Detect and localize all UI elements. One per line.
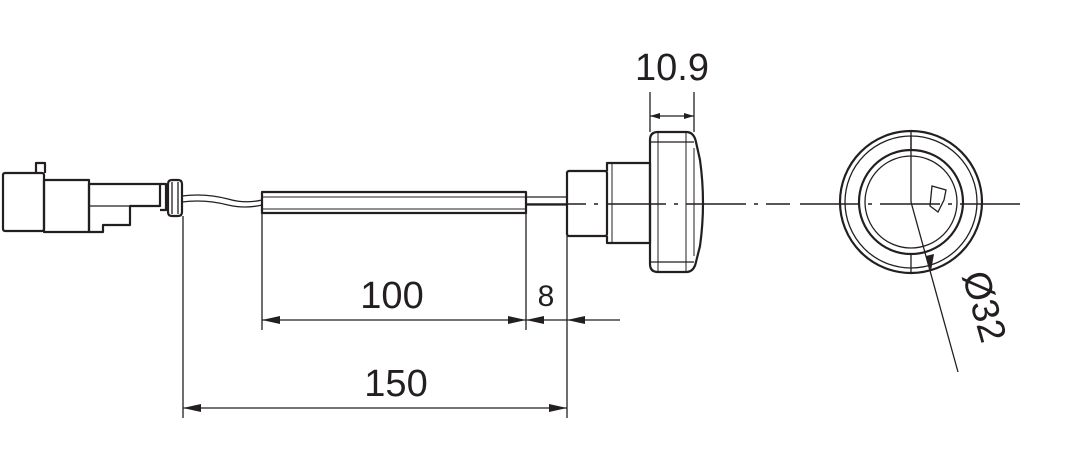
lamp-side-view bbox=[565, 130, 705, 274]
dimension-sheath-length: 100 bbox=[261, 213, 527, 330]
lamp-front-view bbox=[838, 129, 984, 275]
connector-plug bbox=[1, 161, 184, 234]
dimension-label-gap-length: 8 bbox=[538, 280, 555, 313]
dimension-total-length: 150 bbox=[182, 216, 567, 418]
dimension-label-diameter: Ø32 bbox=[953, 266, 1013, 347]
dimension-label-top-width: 10.9 bbox=[635, 47, 709, 89]
dimension-label-total-length: 150 bbox=[364, 363, 427, 405]
dimension-label-sheath-length: 100 bbox=[360, 275, 423, 317]
dimension-top-width: 10.9 bbox=[635, 47, 709, 132]
cable bbox=[181, 190, 567, 215]
dimension-diameter: Ø32 bbox=[910, 201, 1014, 373]
dimension-gap-length: 8 bbox=[526, 236, 620, 418]
